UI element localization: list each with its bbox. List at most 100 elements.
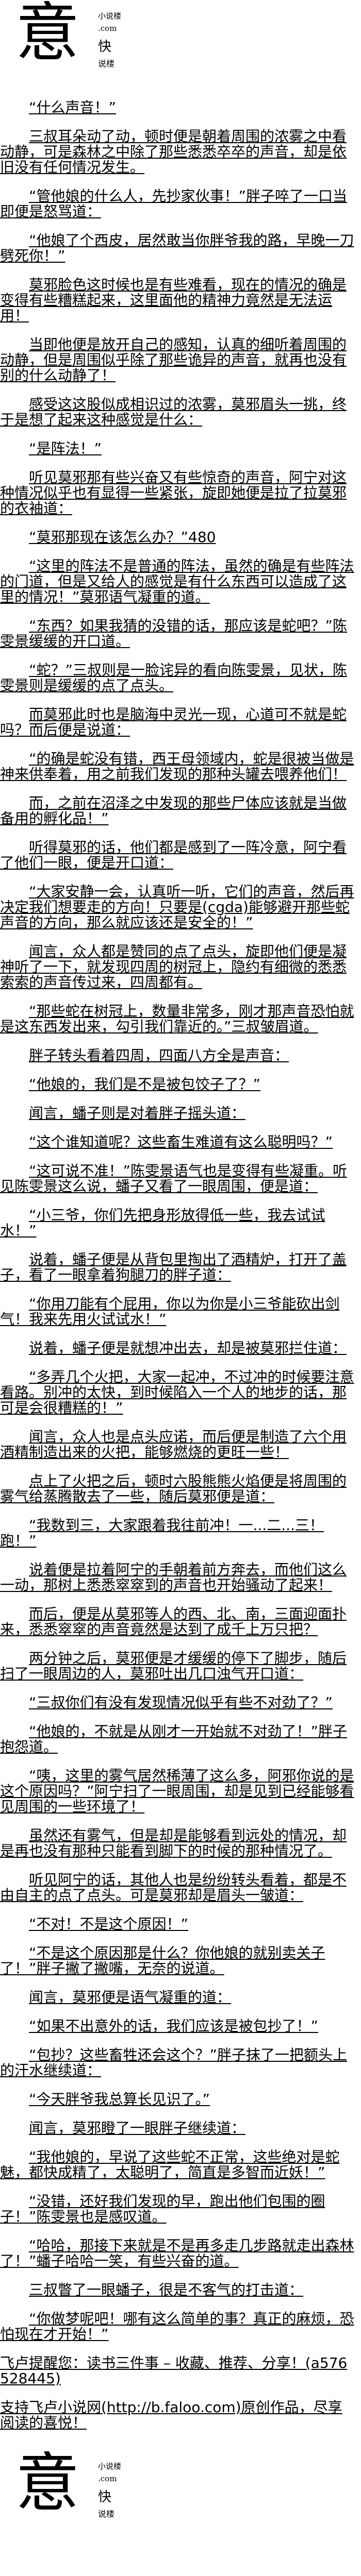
logo-text-4: 说楼 — [98, 59, 115, 68]
paragraph-text: “没错，还好我们发现的早，跑出他们包围的圈子！”陈雯景也是感叹道。 — [0, 2193, 325, 2225]
paragraph: “那些蛇在树冠上，数量非常多，刚才那声音恐怕就是这东西发出来，勾引我们靠近的。”… — [0, 1004, 358, 1035]
chapter-footer: 飞卢提醒您：读书三件事 – 收藏、推荐、分享！(a576528445) 支持飞卢… — [0, 2355, 351, 2431]
paragraph-text: 闻言，莫邪瞪了一眼胖子继续道： — [29, 2120, 246, 2137]
footer-support[interactable]: 支持飞卢小说网(http://b.faloo.com)原创作品，尽享阅读的喜悦！ — [0, 2400, 351, 2431]
paragraph: “这可说不准！”陈雯景语气也是变得有些凝重。听见陈雯景这么说，蟠子又看了一眼周围… — [0, 1163, 358, 1194]
paragraph: “什么声音！” — [0, 100, 358, 115]
paragraph-text: 而，之前在沼泽之中发现的那些尸体应该就是当做备用的孵化品！” — [0, 794, 347, 827]
paragraph: “管他娘的什么人，先抄家伙事！”胖子啐了一口当即便是怒骂道： — [0, 189, 358, 219]
paragraph-text: “这可说不准！”陈雯景语气也是变得有些凝重。听见陈雯景这么说，蟠子又看了一眼周围… — [0, 1162, 348, 1195]
paragraph: 点上了火把之后，顿时六股熊熊火焰便是将周围的雾气给蒸腾散去了一些，随后莫邪便是道… — [0, 1473, 358, 1504]
paragraph: 而后，便是从莫邪等人的西、北、南，三面迎面扑来，悉悉窣窣的声音竟然是达到了成千上… — [0, 1606, 358, 1637]
footer-reminder-text: 飞卢提醒您：读书三件事 – 收藏、推荐、分享！(a576528445) — [0, 2354, 348, 2387]
logo-text-3: 快 — [98, 2489, 112, 2505]
paragraph-text: 闻言，众人也是点头应诺，而后便是制造了六个用酒精制造出来的火把，能够燃烧的更旺一… — [0, 1428, 347, 1461]
paragraph: 听得莫邪的话，他们都是感到了一阵冷意，阿宁看了他们一眼，便是开口道： — [0, 840, 358, 871]
paragraph-text: 说着，蟠子便是就想冲出去，却是被莫邪拦住道： — [29, 1340, 347, 1357]
paragraph-text: 三叔瞥了一眼蟠子，很是不客气的打击道： — [29, 2281, 304, 2298]
paragraph: “大家安静一会，认真听一听，它们的声音，然后再决定我们想要走的方向！只要是(cg… — [0, 884, 358, 930]
paragraph-text: 感受这这股似成相识过的浓雾，莫邪眉头一挑，终于是想了起来这种感觉是什么： — [0, 396, 347, 428]
paragraph: “三叔你们有没有发现情况似乎有些不对劲了？” — [0, 1695, 358, 1710]
paragraph: “没错，还好我们发现的早，跑出他们包围的圈子！”陈雯景也是感叹道。 — [0, 2194, 358, 2225]
paragraph: 莫邪脸色这时候也是有些难看，现在的情况的确是变得有些糟糕起来，这里面他的精神力竟… — [0, 277, 358, 324]
paragraph-text: “大家安静一会，认真听一听，它们的声音，然后再决定我们想要走的方向！只要是(cg… — [0, 883, 354, 931]
paragraph: 听见莫邪那有些兴奋又有些惊奇的声音，阿宁对这种情况似乎也有显得一些紧张，旋即她便… — [0, 470, 358, 516]
paragraph-text: 点上了火把之后，顿时六股熊熊火焰便是将周围的雾气给蒸腾散去了一些，随后莫邪便是道… — [0, 1472, 347, 1505]
paragraph-text: 两分钟之后，莫邪便是才缓缓的停下了脚步，随后扫了一眼周边的人，莫邪吐出几口浊气开… — [0, 1650, 347, 1682]
paragraph-text: 闻言，众人都是赞同的点了点头，旋即他们便是凝神听了一下，就发现四周的树冠上，隐约… — [0, 943, 347, 991]
paragraph-text: “他娘的，我们是不是被包饺子了？” — [29, 1076, 261, 1093]
paragraph-text: 闻言，蟠子则是对着胖子摇头道： — [29, 1105, 246, 1122]
paragraph-text: “今天胖爷我总算长见识了。” — [29, 2091, 210, 2108]
paragraph: 闻言，莫邪瞪了一眼胖子继续道： — [0, 2121, 358, 2136]
paragraph-text: “这个谁知道呢？这些畜生难道有这么聪明吗？” — [29, 1133, 333, 1150]
paragraph: 说着，蟠子便是从背包里掏出了酒精炉，打开了盖子，看了一眼拿着狗腿刀的胖子道： — [0, 1252, 358, 1283]
logo-text-4: 说楼 — [98, 2509, 115, 2518]
paragraph: “今天胖爷我总算长见识了。” — [0, 2092, 358, 2107]
paragraph: 而，之前在沼泽之中发现的那些尸体应该就是当做备用的孵化品！” — [0, 795, 358, 826]
paragraph: “不是这个原因那是什么？你他娘的就别卖关子了！”胖子撇了撇嘴，无奈的说道。 — [0, 1945, 358, 1976]
paragraph-text: “他娘的，不就是从刚才一开始就不对劲了！”胖子抱怨道。 — [0, 1723, 348, 1755]
chapter-content: “什么声音！” 三叔耳朵动了动，顿时便是朝着周围的浓雾之中看动静，可是森林之中除了… — [0, 100, 358, 2342]
paragraph: “咦，这里的雾气居然稀薄了这么多，阿邪你说的是这个原因吗？”阿宁扫了一眼周围，却… — [0, 1768, 358, 1815]
paragraph-text: “如果不出意外的话，我们应该是被包抄了！” — [29, 2018, 319, 2035]
paragraph: “这里的阵法不是普通的阵法，虽然的确是有些阵法的门道，但是又给人的感觉是有什么东… — [0, 558, 358, 605]
paragraph-text: “小三爷，你们先把身形放得低一些，我去试试水！” — [0, 1207, 325, 1239]
logo-text-1: 小说楼 — [98, 2462, 122, 2471]
paragraph-text: “我数到三，大家跟着我往前冲！一...二...三！跑！” — [0, 1517, 324, 1549]
paragraph: “我他娘的，早说了这些蛇不正常，这些绝对是蛇魅，都快成精了，太聪明了，简直是多智… — [0, 2149, 358, 2180]
paragraph-text: 听得莫邪的话，他们都是感到了一阵冷意，阿宁看了他们一眼，便是开口道： — [0, 839, 347, 871]
paragraph: 闻言，众人都是赞同的点了点头，旋即他们便是凝神听了一下，就发现四周的树冠上，隐约… — [0, 944, 358, 990]
paragraph-text: 而莫邪此时也是脑海中灵光一现，心道可不就是蛇吗？而后便是说道： — [0, 706, 347, 738]
paragraph-text: 莫邪脸色这时候也是有些难看，现在的情况的确是变得有些糟糕起来，这里面他的精神力竟… — [0, 276, 347, 324]
paragraph-text: “不是这个原因那是什么？你他娘的就别卖关子了！”胖子撇了撇嘴，无奈的说道。 — [0, 1944, 325, 1977]
paragraph-text: 而后，便是从莫邪等人的西、北、南，三面迎面扑来，悉悉窣窣的声音竟然是达到了成千上… — [0, 1605, 347, 1638]
paragraph-text: “东西？如果我猜的没错的话，那应该是蛇吧？”陈雯景缓缓的开口道。 — [0, 617, 348, 650]
paragraph-text: “你做梦呢吧！哪有这么简单的事？真正的麻烦，恐怕现在才开始！” — [0, 2310, 354, 2343]
paragraph: “东西？如果我猜的没错的话，那应该是蛇吧？”陈雯景缓缓的开口道。 — [0, 618, 358, 649]
paragraph: “多弄几个火把，大家一起冲，不过冲的时候要注意看路。别冲的太快，到时候陷入一个人… — [0, 1369, 358, 1416]
logo-text-2: .com — [98, 24, 117, 33]
paragraph: “他娘的，不就是从刚才一开始就不对劲了！”胖子抱怨道。 — [0, 1724, 358, 1755]
paragraph: 闻言，蟠子则是对着胖子摇头道： — [0, 1106, 358, 1121]
paragraph-text: “不对！不是这个原因！” — [29, 1916, 189, 1933]
paragraph-text: “他娘了个西皮，居然敢当你胖爷我的路，早晚一刀劈死你！” — [0, 232, 354, 264]
paragraph: 而莫邪此时也是脑海中灵光一现，心道可不就是蛇吗？而后便是说道： — [0, 707, 358, 738]
paragraph: “这个谁知道呢？这些畜生难道有这么聪明吗？” — [0, 1134, 358, 1150]
paragraph: 听见阿宁的话，其他人也是纷纷转头看着，都是不由自主的点了点头。可是莫邪却是眉头一… — [0, 1872, 358, 1903]
logo-text-2: .com — [98, 2474, 117, 2483]
paragraph: 三叔耳朵动了动，顿时便是朝着周围的浓雾之中看动静，可是森林之中除了那些悉悉卒卒的… — [0, 129, 358, 175]
footer-support-link[interactable]: 支持飞卢小说网(http://b.faloo.com)原创作品，尽享阅读的喜悦！ — [0, 2399, 342, 2431]
paragraph: 感受这这股似成相识过的浓雾，莫邪眉头一挑，终于是想了起来这种感觉是什么： — [0, 397, 358, 428]
paragraph-text: “包抄？这些畜牲还会这个？”胖子抹了一把额头上的汗水继续道： — [0, 2046, 348, 2079]
paragraph-text: “管他娘的什么人，先抄家伙事！”胖子啐了一口当即便是怒骂道： — [0, 188, 348, 220]
paragraph-text: 说着，蟠子便是从背包里掏出了酒精炉，打开了盖子，看了一眼拿着狗腿刀的胖子道： — [0, 1251, 347, 1283]
paragraph-text: 说着便是拉着阿宁的手朝着前方奔去，而他们这么一动，那树上悉悉窣窣到的声音也开始骚… — [0, 1561, 347, 1594]
paragraph-text: “你用刀能有个屁用，你以为你是小三爷能砍出剑气！我来先用火试试水！” — [0, 1295, 340, 1328]
paragraph-text: 三叔耳朵动了动，顿时便是朝着周围的浓雾之中看动静，可是森林之中除了那些悉悉卒卒的… — [0, 128, 347, 176]
paragraph: “你用刀能有个屁用，你以为你是小三爷能砍出剑气！我来先用火试试水！” — [0, 1296, 358, 1327]
logo-text-1: 小说楼 — [98, 11, 122, 21]
paragraph-text: 闻言，莫邪便是语气凝重的道： — [29, 1989, 232, 2006]
paragraph: 三叔瞥了一眼蟠子，很是不客气的打击道： — [0, 2282, 358, 2298]
paragraph: “他娘了个西皮，居然敢当你胖爷我的路，早晚一刀劈死你！” — [0, 233, 358, 264]
paragraph-text: “我他娘的，早说了这些蛇不正常，这些绝对是蛇魅，都快成精了，太聪明了，简直是多智… — [0, 2148, 340, 2181]
paragraph-text: “咦，这里的雾气居然稀薄了这么多，阿邪你说的是这个原因吗？”阿宁扫了一眼周围，却… — [0, 1767, 354, 1815]
paragraph: “莫邪那现在该怎么办？”480 — [0, 530, 358, 545]
paragraph-text: “的确是蛇没有错，西王母领域内，蛇是很被当做是神来供奉着，用之前我们发现的那种头… — [0, 750, 354, 783]
logo-text-3: 快 — [98, 39, 112, 55]
paragraph: “不对！不是这个原因！” — [0, 1917, 358, 1932]
site-logo-top: 意 小说楼 .com 快 说楼 — [0, 1, 134, 68]
paragraph-text: “哈哈，那接下来就是不是再多走几步路就走出森林了！”蟠子哈哈一笑，有些兴奋的道。 — [0, 2237, 354, 2269]
paragraph: “如果不出意外的话，我们应该是被包抄了！” — [0, 2019, 358, 2034]
paragraph: “小三爷，你们先把身形放得低一些，我去试试水！” — [0, 1208, 358, 1239]
paragraph-text: “蛇？”三叔则是一脸诧异的看向陈雯景，见状，陈雯景则是缓缓的点了点头。 — [0, 662, 348, 694]
paragraph: 当即他便是放开自己的感知，认真的细听着周围的动静，但是周围似乎除了那些诡异的声音… — [0, 337, 358, 383]
paragraph: “我数到三，大家跟着我往前冲！一...二...三！跑！” — [0, 1518, 358, 1549]
paragraph-text: “什么声音！” — [29, 99, 117, 116]
paragraph-text: 当即他便是放开自己的感知，认真的细听着周围的动静，但是周围似乎除了那些诡异的声音… — [0, 336, 347, 384]
paragraph: “你做梦呢吧！哪有这么简单的事？真正的麻烦，恐怕现在才开始！” — [0, 2311, 358, 2342]
footer-reminder: 飞卢提醒您：读书三件事 – 收藏、推荐、分享！(a576528445) — [0, 2355, 351, 2386]
paragraph-text: “三叔你们有没有发现情况似乎有些不对劲了？” — [29, 1694, 333, 1711]
paragraph: 说着便是拉着阿宁的手朝着前方奔去，而他们这么一动，那树上悉悉窣窣到的声音也开始骚… — [0, 1562, 358, 1593]
